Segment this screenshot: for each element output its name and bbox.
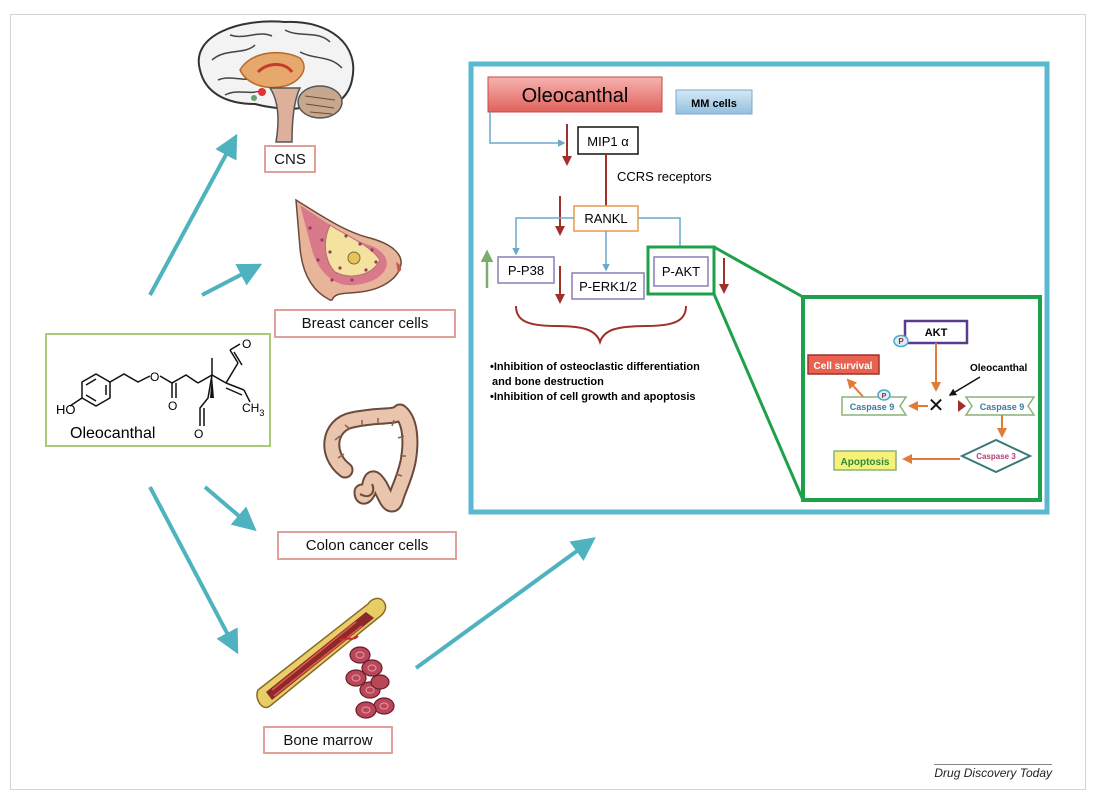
oleocanthal-structure xyxy=(69,343,251,426)
caspase9-right-label: Caspase 9 xyxy=(980,402,1025,412)
organ-label-bone: Bone marrow xyxy=(263,726,393,754)
cell-survival-label: Cell survival xyxy=(814,361,873,372)
apoptosis-box xyxy=(833,450,897,471)
ho-label: HO xyxy=(56,402,76,417)
organ-label-colon: Colon cancer cells xyxy=(277,531,457,560)
caspase9-right-marker xyxy=(958,400,966,412)
breast-illustration xyxy=(295,198,402,301)
caspase9-right-shape xyxy=(964,396,1036,416)
source-credit: Drug Discovery Today xyxy=(934,764,1052,780)
cell-type-label: MM cells xyxy=(691,98,737,110)
aldehyde-o-label: O xyxy=(242,337,251,351)
arrow-bone-to-pathway xyxy=(414,537,596,670)
caspase9-phospho-badge xyxy=(877,389,891,401)
pp38-label: P-P38 xyxy=(508,263,544,278)
mip1-label: MIP1 α xyxy=(587,134,629,149)
mip1-box xyxy=(577,126,639,155)
pathway-title-box xyxy=(487,76,663,113)
zoom-line-top xyxy=(713,245,804,299)
arrow-to-bone xyxy=(148,486,239,655)
caspase9-left-shape xyxy=(841,396,908,416)
ch3-label: CH3 xyxy=(242,401,264,418)
apoptosis-label: Apoptosis xyxy=(841,457,890,468)
organ-arrows xyxy=(148,133,596,670)
akt-label: AKT xyxy=(925,327,948,339)
compound-box xyxy=(45,333,271,447)
effect-line-2: •Inhibition of cell growth and apoptosis xyxy=(490,391,696,403)
lower-o-label: O xyxy=(194,427,203,441)
arrow-to-cns xyxy=(148,133,238,296)
organ-label-cns: CNS xyxy=(264,145,316,173)
akt-phospho-badge xyxy=(893,334,909,348)
organ-label-breast: Breast cancer cells xyxy=(274,309,456,338)
zoom-line-bottom xyxy=(712,293,805,501)
receptors-label: CCRS receptors xyxy=(617,169,712,184)
brain-illustration xyxy=(197,20,355,143)
perk-box xyxy=(571,272,645,300)
ester-o-label: O xyxy=(150,370,159,384)
wedge-bond xyxy=(210,375,214,398)
pp38-box xyxy=(497,256,555,284)
caspase9-phospho-label: P xyxy=(882,393,887,400)
rankl-box xyxy=(573,205,639,232)
inhibitor-arrow xyxy=(948,376,981,396)
pakt-label: P-AKT xyxy=(662,264,700,279)
rankl-label: RANKL xyxy=(584,211,627,226)
akt-phospho-label: P xyxy=(898,337,904,346)
cell-type-box xyxy=(675,89,753,115)
arrow-to-breast xyxy=(201,263,263,297)
arrow-to-colon xyxy=(203,485,257,532)
caspase3-label: Caspase 3 xyxy=(976,452,1016,461)
effect-line-1a: •Inhibition of osteoclastic differentiat… xyxy=(490,361,700,373)
caspase3-shape xyxy=(959,438,1033,474)
branch-to-pp38 xyxy=(512,217,574,256)
figure-frame xyxy=(10,14,1086,790)
compound-name: Oleocanthal xyxy=(70,425,155,442)
cell-survival-box xyxy=(807,354,880,375)
inhibition-mark: ✕ xyxy=(928,395,945,417)
connector-to-mip1 xyxy=(489,112,566,147)
caspase9-left-label: Caspase 9 xyxy=(850,402,895,412)
bone-marrow-illustration xyxy=(256,597,395,719)
effect-line-1b: and bone destruction xyxy=(492,376,604,388)
effects-brace xyxy=(515,305,687,346)
perk-label: P-ERK1/2 xyxy=(579,279,637,294)
colon-illustration xyxy=(323,403,419,513)
branch-to-pakt xyxy=(638,217,684,256)
pakt-box xyxy=(653,256,709,287)
carbonyl-o-label: O xyxy=(168,399,177,413)
detail-inhibitor-label: Oleocanthal xyxy=(970,363,1027,374)
pathway-title: Oleocanthal xyxy=(522,85,629,107)
